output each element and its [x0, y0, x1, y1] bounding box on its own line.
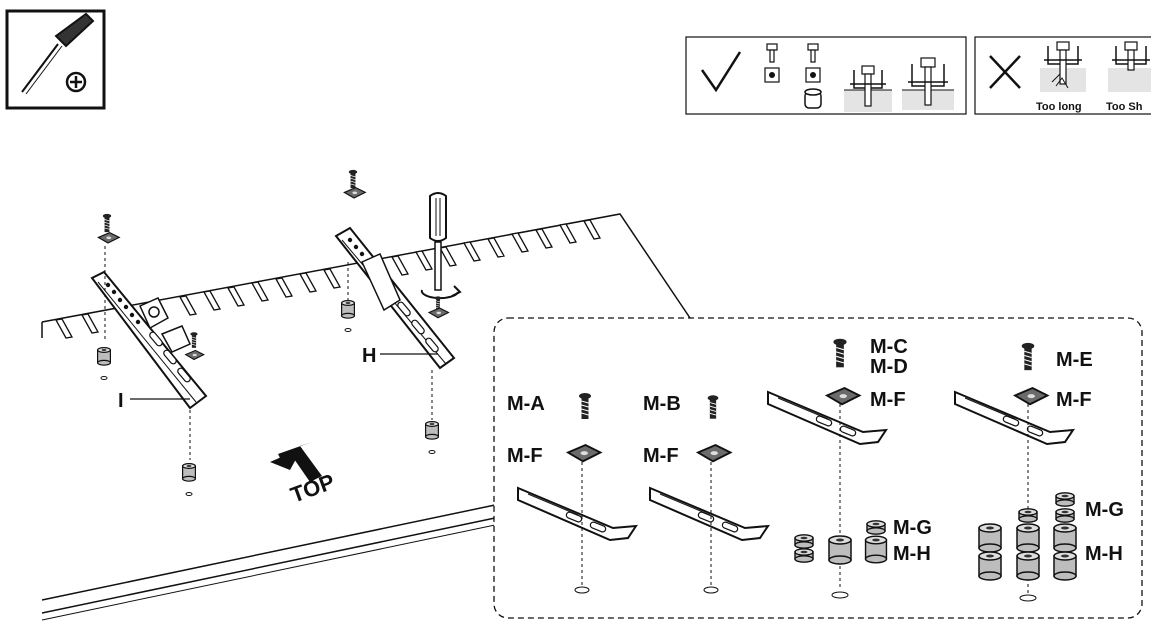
label-m-a: M-A — [507, 393, 545, 415]
top-direction-arrow: TOP — [270, 442, 338, 508]
tv-back-panel — [41, 213, 691, 621]
bracket-h: H — [334, 169, 456, 454]
detail-m-a — [517, 392, 637, 594]
label-m-h-c: M-H — [893, 543, 931, 565]
too-short-label: Too Sh — [1106, 101, 1143, 113]
checkmark-icon — [700, 51, 742, 93]
detail-m-e — [954, 342, 1077, 602]
wrong-fit-legend: Too long Too Sh — [974, 36, 1151, 115]
detail-m-c-m-d — [767, 338, 888, 599]
screwdriver-illustration — [420, 192, 462, 319]
label-m-d: M-D — [870, 356, 908, 378]
label-m-f-a: M-F — [507, 445, 543, 467]
too-short-screw-illustration — [1108, 41, 1151, 92]
top-label: TOP — [287, 469, 338, 508]
detail-m-b — [649, 394, 769, 594]
phillips-screwdriver-icon — [5, 9, 106, 110]
label-m-f-b: M-F — [643, 445, 679, 467]
bracket-i: I — [90, 213, 208, 496]
too-long-label: Too long — [1036, 101, 1082, 113]
hardware-detail-panel: M-A M-F M-B M-F M-C M-D M-F M-G M-H M-E … — [493, 317, 1143, 619]
label-m-f-c: M-F — [870, 389, 906, 411]
label-m-f-e: M-F — [1056, 389, 1092, 411]
label-m-c: M-C — [870, 336, 908, 358]
too-long-screw-illustration — [1040, 41, 1086, 92]
cross-icon — [989, 55, 1021, 89]
label-m-e: M-E — [1056, 349, 1093, 371]
label-m-b: M-B — [643, 393, 681, 415]
bracket-i-label: I — [118, 390, 124, 412]
label-m-h-e: M-H — [1085, 543, 1123, 565]
correct-fit-legend — [685, 36, 967, 115]
label-m-g-c: M-G — [893, 517, 932, 539]
label-m-g-e: M-G — [1085, 499, 1124, 521]
bracket-h-label: H — [362, 345, 376, 367]
